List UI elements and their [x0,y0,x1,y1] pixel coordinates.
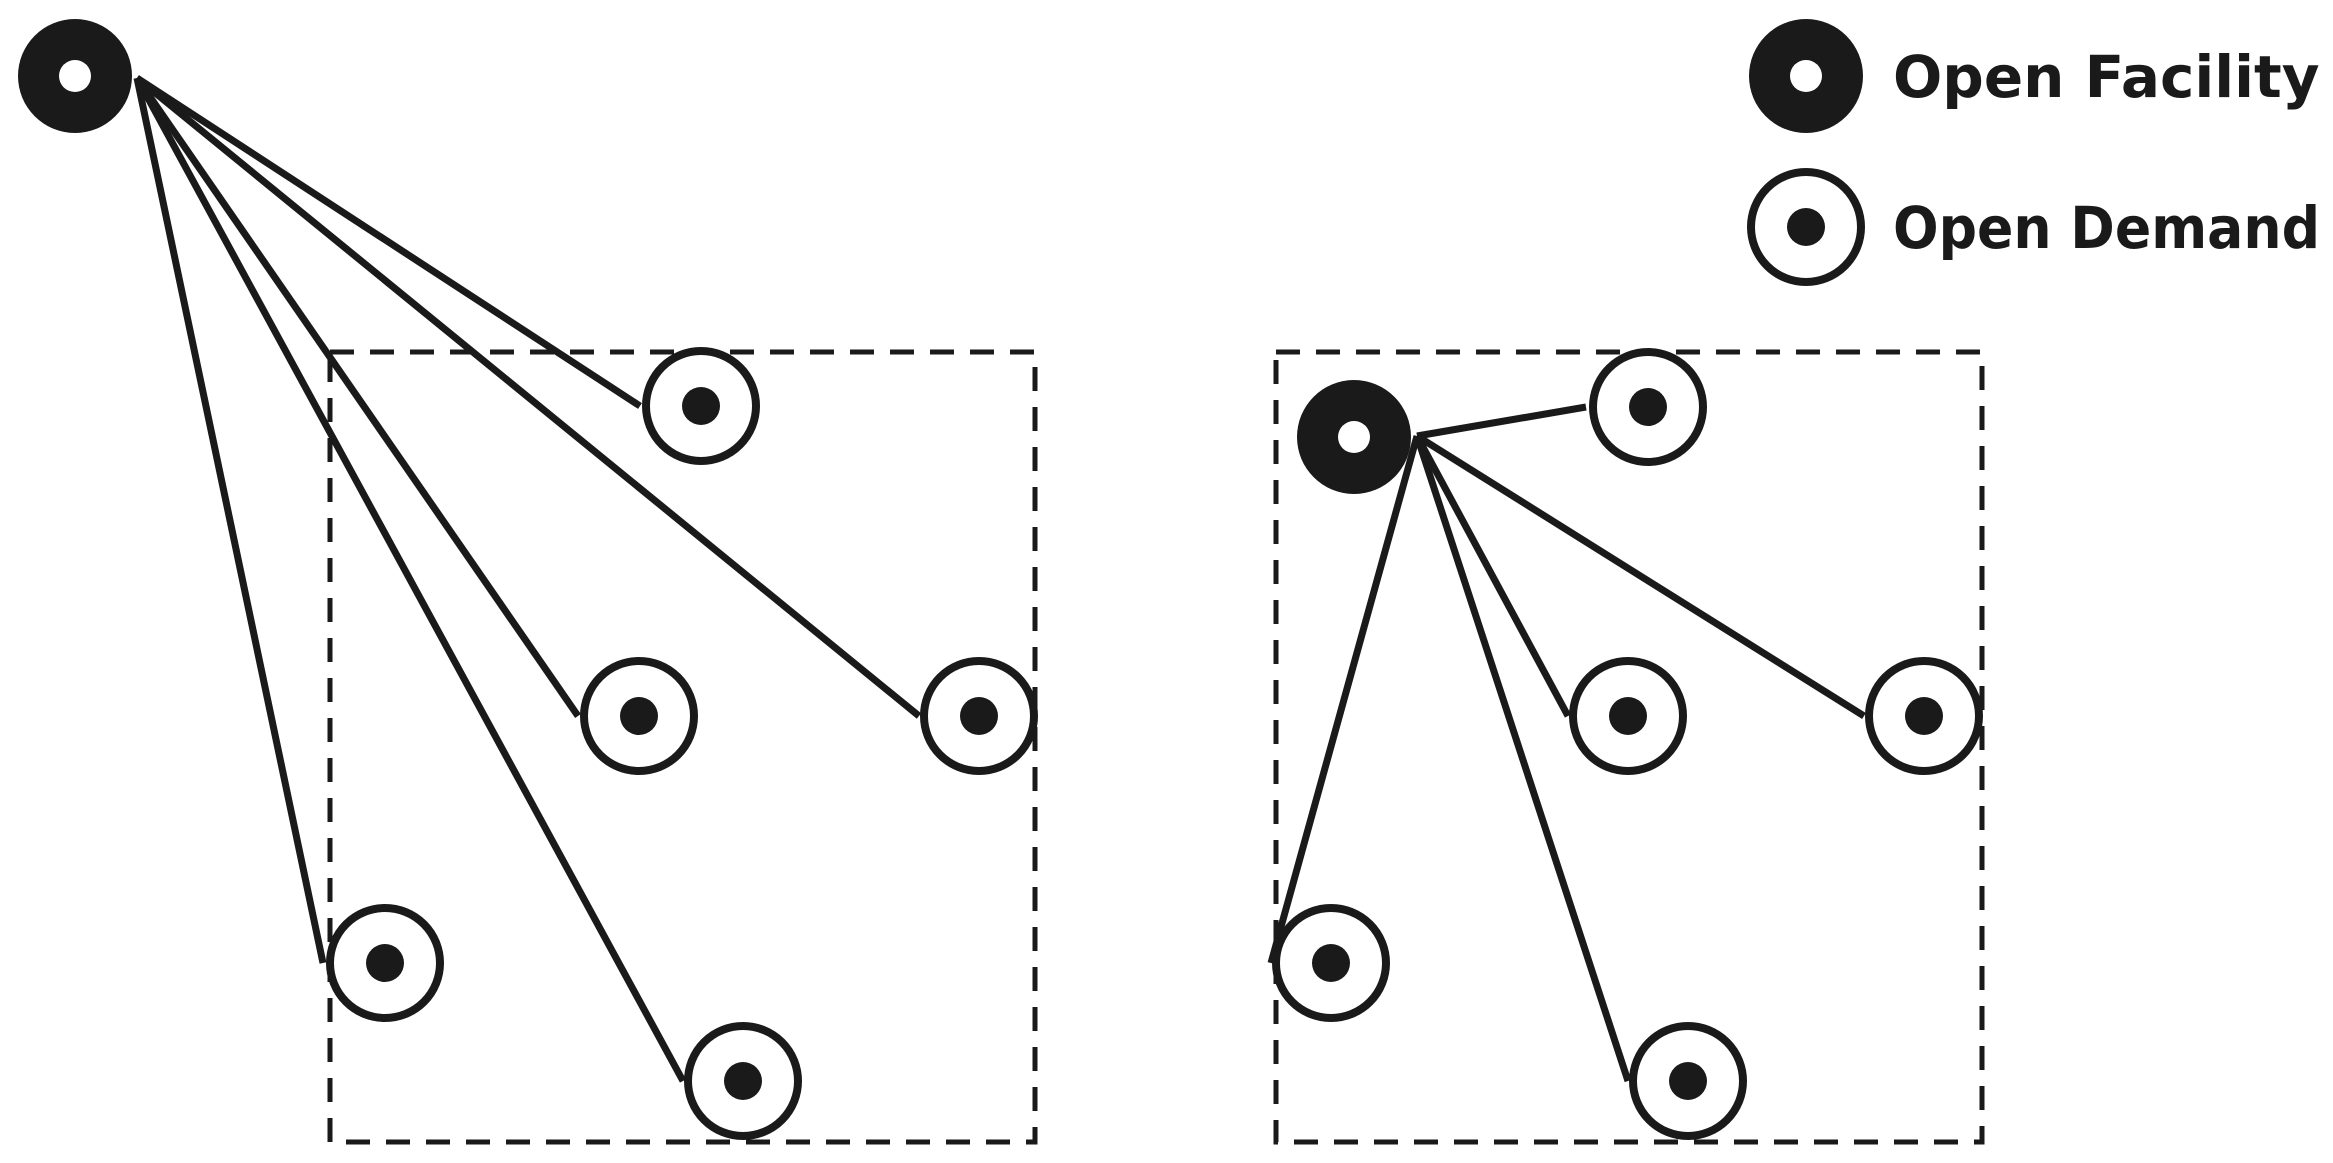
right-region-boundary [1273,349,1985,1145]
open-demand-node [1865,657,1983,775]
open-demand-node [642,347,760,465]
right-assignment-lines [1267,403,1866,1083]
open-facility-node [1297,380,1411,494]
legend-demand-icon [1747,168,1865,286]
assignment-line [1416,403,1587,440]
open-demand-node [920,657,1038,775]
open-demand-node [1589,348,1707,466]
open-demand-node [326,904,444,1022]
assignment-line [133,76,687,1083]
open-demand-node [1272,904,1390,1022]
left-panel [18,19,1038,1145]
assignment-line [1413,434,1572,718]
assignment-line [134,75,922,719]
legend: Open Facility Open Demand [1747,19,2320,286]
right-panel [1267,348,1985,1145]
open-facility-node [18,19,132,133]
legend-demand-label: Open Demand [1893,194,2320,262]
open-demand-node [1569,657,1687,775]
assignment-line [135,75,642,409]
assignment-line [1267,435,1421,964]
legend-facility-label: Open Facility [1893,43,2320,111]
open-demand-node [1629,1022,1747,1140]
open-demand-node [580,657,698,775]
assignment-line [1413,434,1632,1083]
assignment-line [134,76,581,718]
assignment-line [1415,433,1866,719]
assignment-line [133,77,327,964]
open-demand-node [684,1022,802,1140]
left-region-boundary [327,349,1038,1145]
left-assignment-lines [133,75,922,1083]
legend-facility-icon [1749,19,1863,133]
